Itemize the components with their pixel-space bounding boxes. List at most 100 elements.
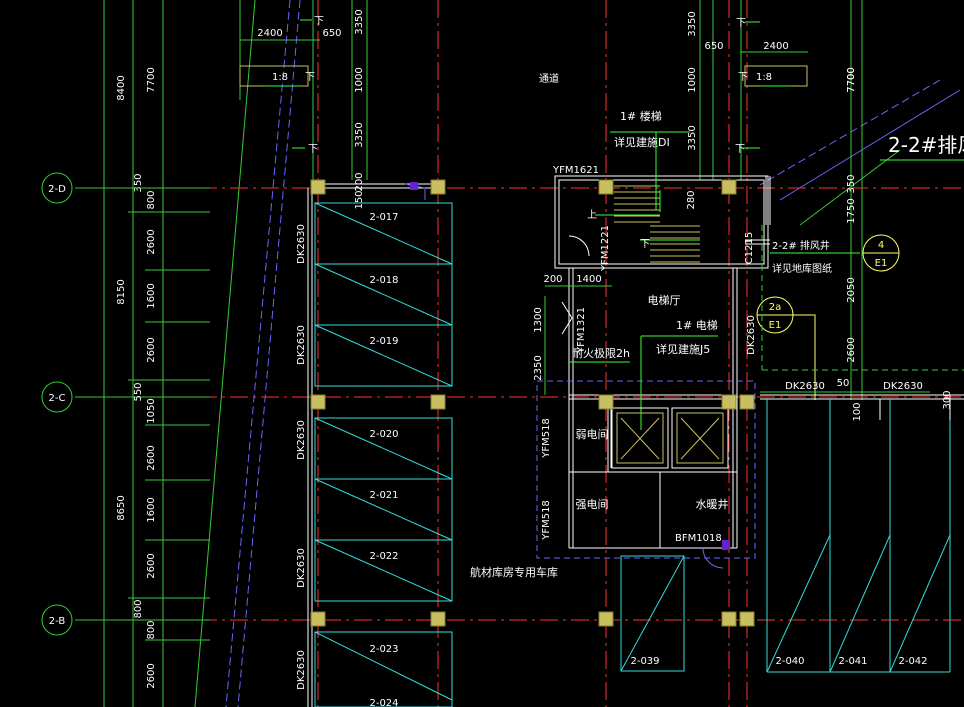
exhaust-detail: 详见地库图纸	[772, 262, 832, 275]
detail-ref-2: 2a E1	[756, 296, 816, 400]
detail-ref-1: 4 E1	[862, 234, 900, 272]
down-mark: 下	[305, 72, 315, 83]
stair-arrows	[595, 190, 700, 241]
dim-item: 2600	[146, 337, 157, 362]
door-yfm1321: YFM1321	[576, 307, 587, 354]
door-label: DK2630	[296, 224, 307, 264]
right-dims: 7700 350 1750 2050 2600	[846, 67, 857, 362]
dim-650: 650	[704, 41, 723, 52]
dim-150: 150	[354, 190, 365, 209]
dim-item: 550	[133, 382, 144, 401]
axis-label-2c: 2-C	[49, 393, 66, 404]
dim-item: 7700	[146, 67, 157, 92]
dk2630-core: DK2630	[746, 315, 757, 355]
door-swing	[568, 235, 590, 257]
parking-space: 2-022	[369, 551, 398, 562]
top-right-ramp: 3350 650 2400 1000 3350 7700 1:8 下 下 下	[687, 11, 857, 155]
door-yfm518-b: YFM518	[541, 500, 552, 541]
grid-axis-lines	[75, 187, 964, 621]
door-yfm518-a: YFM518	[541, 418, 552, 459]
bottom-left-stall	[620, 555, 685, 672]
axis-bubble-2d: 2-D	[41, 172, 73, 204]
dim-200-core: 200	[543, 274, 562, 285]
dim-2400: 2400	[257, 28, 282, 39]
door-swing-2	[561, 301, 573, 335]
vertical-dim-lines	[103, 0, 863, 707]
dim-300: 300	[942, 390, 953, 409]
axis-bubble-2b: 2-B	[41, 604, 73, 636]
parking-space: 2-023	[369, 644, 398, 655]
door-label: DK2630	[296, 650, 307, 690]
stair-down-mark: 下	[640, 239, 650, 250]
right-parking-wall	[760, 394, 964, 420]
dim-1000: 1000	[687, 67, 698, 92]
dim-item: 2600	[846, 337, 857, 362]
vertical-axis-lines	[317, 0, 748, 707]
ref2-sheet: E1	[769, 320, 782, 331]
columns	[310, 179, 755, 627]
door-bfm1018: BFM1018	[675, 533, 722, 544]
core-dashed-outline	[536, 380, 756, 559]
garage-label: 航材库房专用车库	[470, 565, 558, 579]
elevator-enclosure	[611, 407, 729, 469]
right-parking-stalls	[766, 399, 951, 673]
parking-space: 2-021	[369, 490, 398, 501]
dim-3350b: 3350	[687, 125, 698, 150]
dim-item: 2600	[146, 229, 157, 254]
dim-item: 1600	[146, 283, 157, 308]
stair	[614, 185, 700, 263]
dim-3350: 3350	[354, 122, 365, 147]
elevator-hall-label: 电梯厅	[648, 294, 681, 307]
dim-100: 100	[852, 402, 863, 421]
slope-mark-right: 1:8	[756, 72, 772, 83]
dim-8400: 8400	[116, 75, 127, 100]
door-yfm1621: YFM1621	[552, 165, 599, 176]
right-green-boundary	[761, 225, 964, 371]
stair-detail: 详见建施DI	[614, 135, 670, 149]
left-inner-dims: 7700 350 800 2600 1600 2600 550 1050 260…	[133, 67, 157, 688]
stair-title: 1# 楼梯	[620, 109, 662, 123]
dim-1400: 1400	[576, 274, 601, 285]
dim-item: 800	[146, 620, 157, 639]
dim-item: 1750	[846, 198, 857, 223]
dim-item: 2050	[846, 277, 857, 302]
parking-space: 2-020	[369, 429, 398, 440]
door-yfm1221: YFM1221	[600, 225, 611, 272]
exhaust-small: 2-2# 排风井	[772, 239, 830, 252]
down-mark: 下	[314, 16, 324, 27]
dim-item: 1050	[146, 398, 157, 423]
ref2-num: 2a	[769, 302, 782, 313]
left-parking-strip: 2-017 2-018 2-019 2-020 2-021 2-022 2-02…	[296, 182, 453, 707]
dim-item: 350	[133, 173, 144, 192]
dk2630-r1: DK2630	[785, 381, 825, 392]
left-dim-ticks	[128, 187, 210, 641]
dim-item: 350	[846, 174, 857, 193]
parking-space: 2-040	[775, 656, 804, 667]
passage-label: 通道	[539, 72, 559, 85]
inclined-boundary	[225, 0, 941, 707]
fire-limit-label: 耐火极限2h	[572, 346, 630, 360]
down-mark: 下	[738, 72, 748, 83]
dim-1300: 1300	[533, 307, 544, 332]
dim-3350-top: 3350	[354, 9, 365, 34]
strong-room-label: 强电间	[576, 498, 609, 511]
door-label: DK2630	[296, 548, 307, 588]
axis-label-2d: 2-D	[48, 184, 66, 195]
parking-space: 2-042	[898, 656, 927, 667]
parking-space: 2-019	[369, 336, 398, 347]
down-mark: 下	[735, 144, 745, 155]
parking-space: 2-018	[369, 275, 398, 286]
dim-item: 1600	[146, 497, 157, 522]
ref1-num: 4	[878, 240, 884, 251]
slope-mark-left: 1:8	[272, 72, 288, 83]
dk2630-r2: DK2630	[883, 381, 923, 392]
water-shaft-label: 水暖井	[696, 497, 729, 511]
dim-8150: 8150	[116, 279, 127, 304]
dim-280: 280	[686, 190, 697, 209]
dim-50: 50	[837, 378, 850, 389]
down-mark: 下	[736, 18, 746, 29]
left-outer-dims: 8400 8150 8650	[116, 75, 127, 520]
door-marker	[722, 540, 730, 550]
dim-item: 2600	[146, 663, 157, 688]
